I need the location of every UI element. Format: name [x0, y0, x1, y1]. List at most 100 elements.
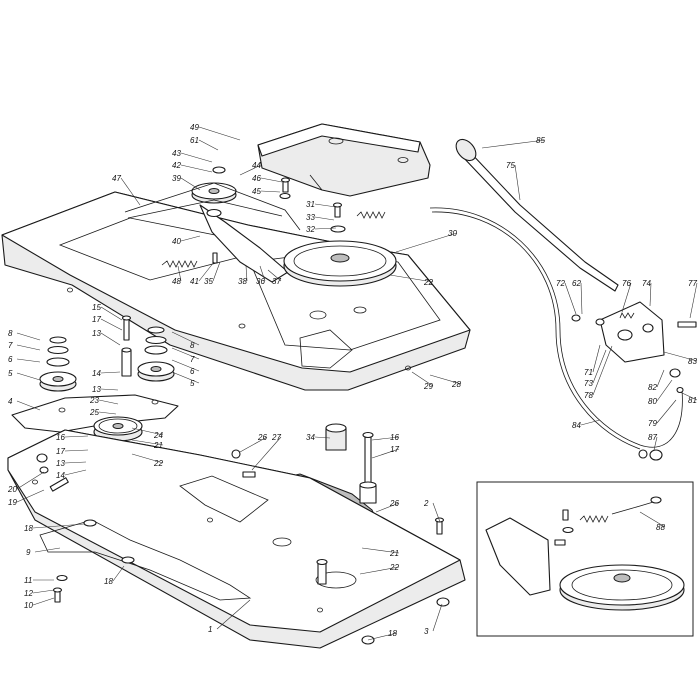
- callout-17: 17: [92, 315, 101, 324]
- callout-13: 13: [56, 459, 65, 468]
- callout-78: 78: [584, 391, 593, 400]
- belt-guard-cover: [257, 123, 431, 197]
- leader-line: [100, 332, 121, 346]
- callout-4: 4: [8, 397, 13, 406]
- leader-line: [367, 632, 398, 641]
- callout-62: 62: [572, 279, 581, 288]
- leader-line: [245, 265, 248, 282]
- leader-line: [592, 344, 601, 373]
- callout-40: 40: [172, 237, 181, 246]
- pulley-bracket: [11, 394, 179, 433]
- callout-6: 6: [190, 367, 195, 376]
- leader-line: [359, 566, 400, 575]
- leader-line: [689, 282, 698, 319]
- callout-8: 8: [190, 341, 195, 350]
- callout-30: 30: [448, 229, 457, 238]
- callout-77: 77: [688, 279, 697, 288]
- leader-line: [171, 359, 200, 372]
- chassis-plate: [7, 429, 466, 649]
- callout-38: 38: [238, 277, 247, 286]
- callout-33: 33: [306, 213, 315, 222]
- leader-line: [656, 369, 665, 388]
- callout-61: 61: [190, 136, 199, 145]
- small-fasteners-bottom: [36, 431, 450, 645]
- callout-21: 21: [153, 441, 163, 450]
- callout-76: 76: [622, 279, 631, 288]
- leader-line: [180, 164, 213, 173]
- leader-line: [239, 164, 262, 176]
- leader-line: [100, 318, 123, 331]
- callout-3: 3: [424, 627, 429, 636]
- leader-line: [481, 139, 546, 149]
- callout-73: 73: [584, 379, 593, 388]
- leader-line: [16, 358, 41, 363]
- callout-19: 19: [8, 498, 17, 507]
- leader-line: [112, 565, 125, 582]
- leader-line: [580, 282, 583, 315]
- leader-line: [131, 453, 164, 464]
- tension-spring: [161, 211, 386, 268]
- leader-line: [198, 126, 241, 141]
- leader-line: [411, 371, 434, 387]
- mower-deck-cover: [1, 191, 471, 391]
- callout-15: 15: [92, 303, 101, 312]
- callout-48: 48: [172, 277, 181, 286]
- leader-line: [375, 502, 400, 513]
- leader-line: [361, 547, 400, 554]
- callout-84: 84: [572, 421, 581, 430]
- leader-line: [180, 235, 201, 242]
- leader-line: [432, 603, 443, 632]
- callout-34: 34: [306, 433, 315, 442]
- idler-pulley: [39, 326, 175, 392]
- leader-line: [432, 502, 441, 523]
- leader-line: [16, 489, 45, 503]
- callout-20: 20: [7, 485, 17, 494]
- callout-72: 72: [556, 279, 565, 288]
- callout-36: 36: [256, 277, 265, 286]
- callout-22: 22: [153, 459, 163, 468]
- leader-line: [267, 269, 282, 282]
- callout-44: 44: [252, 161, 261, 170]
- callout-85: 85: [536, 136, 545, 145]
- callout-17: 17: [56, 447, 65, 456]
- callout-27: 27: [271, 433, 281, 442]
- callout-7: 7: [190, 355, 195, 364]
- leader-line: [663, 351, 698, 362]
- leader-line: [64, 435, 89, 438]
- leader-line: [100, 306, 123, 321]
- leader-line: [32, 597, 55, 606]
- leader-line: [314, 436, 331, 439]
- leader-line: [16, 332, 41, 341]
- callout-21: 21: [389, 549, 399, 558]
- leader-line: [395, 232, 458, 253]
- callout-14: 14: [92, 369, 101, 378]
- callout-13: 13: [92, 329, 101, 338]
- callout-79: 79: [648, 419, 657, 428]
- callout-16: 16: [56, 433, 65, 442]
- leader-line: [171, 347, 200, 360]
- leader-line: [64, 449, 89, 452]
- callout-26: 26: [389, 499, 399, 508]
- callout-6: 6: [8, 355, 13, 364]
- callout-12: 12: [24, 589, 33, 598]
- leader-line: [32, 589, 55, 594]
- leader-line: [180, 152, 213, 163]
- leader-line: [260, 190, 281, 193]
- callout-45: 45: [252, 187, 261, 196]
- control-cable: [429, 207, 683, 450]
- leader-line: [251, 436, 282, 471]
- leader-line: [131, 427, 164, 436]
- callout-16: 16: [390, 433, 399, 442]
- leader-line: [198, 261, 215, 282]
- leader-line: [98, 399, 119, 405]
- callout-5: 5: [8, 369, 13, 378]
- leader-line: [649, 282, 652, 307]
- callout-88: 88: [656, 523, 665, 532]
- callout-9: 9: [26, 548, 31, 557]
- leader-line: [371, 436, 400, 441]
- leader-line: [656, 379, 673, 402]
- callout-22: 22: [389, 563, 399, 572]
- spacer-tube: [121, 315, 347, 451]
- callout-25: 25: [89, 408, 99, 417]
